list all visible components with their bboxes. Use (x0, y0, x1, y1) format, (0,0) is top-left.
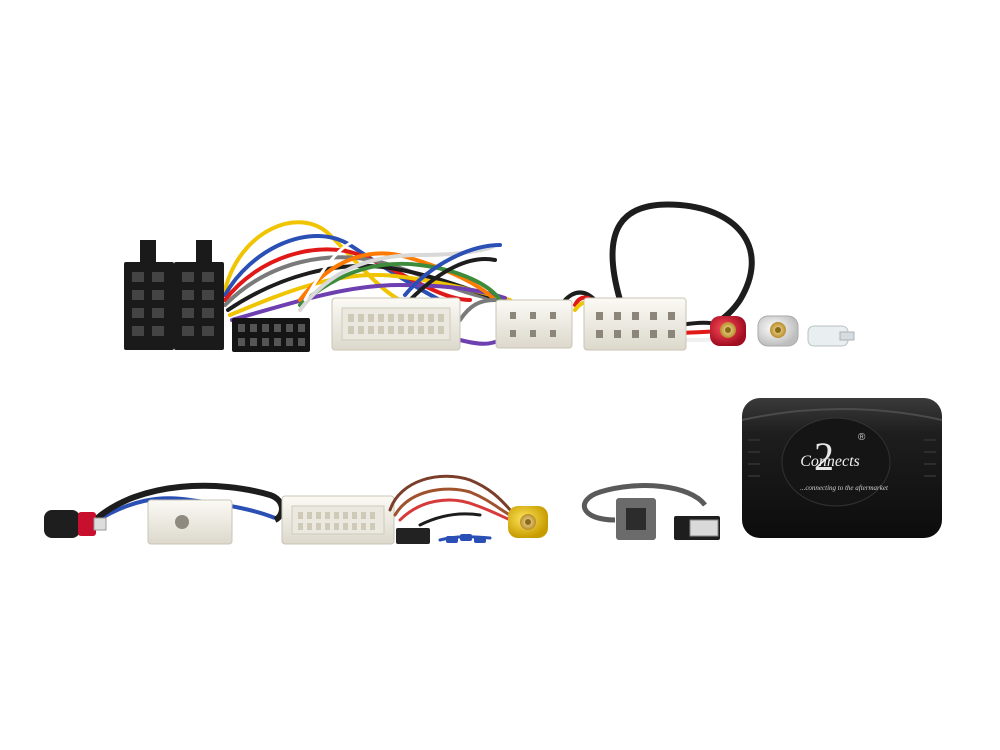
black-16-pin-connector (232, 318, 310, 352)
white-vehicle-connector-large (331, 297, 461, 351)
brand-name: Connects (800, 453, 860, 470)
wire-bundle (223, 220, 727, 346)
black-small-connector (396, 528, 430, 544)
interface-module: 2 Connects ® ...connecting to the afterm… (741, 398, 943, 538)
white-vehicle-connector-bottom (281, 495, 395, 545)
grey-usb-socket-connector (616, 498, 656, 540)
iso-connector-right (174, 240, 224, 350)
rca-plug-red (710, 316, 746, 346)
iso-connector-left (124, 240, 174, 350)
usb-cable (581, 483, 707, 523)
blue-spade-terminals (446, 534, 486, 543)
white-vehicle-connector-right (583, 297, 687, 351)
rca-plug-white (757, 315, 799, 347)
din-antenna-plug (44, 510, 107, 538)
antenna-cable (609, 201, 755, 328)
usb-a-plug (674, 516, 720, 540)
white-antenna-connector (147, 499, 233, 545)
main-wiring-harness (124, 201, 855, 352)
camera-wires (388, 474, 517, 542)
rca-plug-yellow (508, 506, 548, 538)
antenna-plug-clear (807, 325, 855, 347)
brand-digit: 2 (814, 434, 834, 479)
brand-tagline: ...connecting to the aftermarket (800, 484, 889, 492)
registered-mark: ® (858, 432, 866, 443)
white-vehicle-connector-medium (495, 299, 573, 349)
secondary-harness (44, 474, 720, 545)
